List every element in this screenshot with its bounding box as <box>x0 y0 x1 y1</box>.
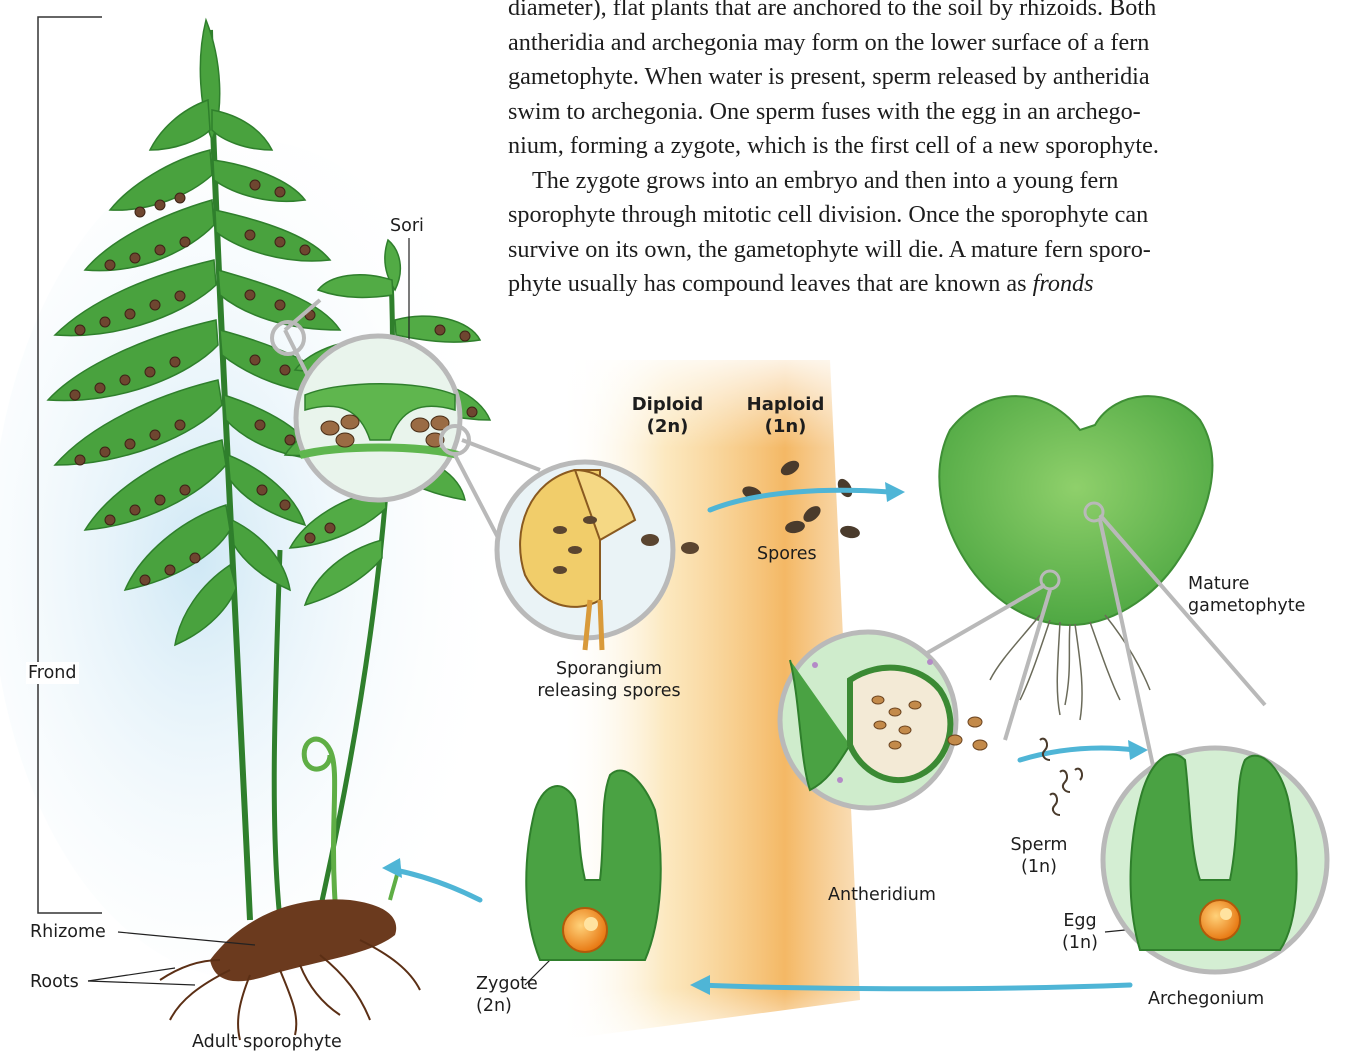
paragraph-line: swim to archegonia. One sperm fuses with… <box>508 95 1340 130</box>
mature-gametophyte-drawing <box>939 396 1212 720</box>
sporangium-line2: releasing spores <box>520 680 698 702</box>
haploid-label: Haploid (1n) <box>738 394 833 438</box>
haploid-ploidy: (1n) <box>738 416 833 438</box>
mature-gametophyte-line1: Mature <box>1188 573 1305 595</box>
sperm-ploidy: (1n) <box>1002 856 1076 878</box>
paragraph-line: antheridia and archegonia may form on th… <box>508 26 1340 61</box>
body-paragraph: diameter), flat plants that are anchored… <box>508 0 1340 302</box>
zygote-ploidy: (2n) <box>476 995 538 1017</box>
roots-label: Roots <box>30 971 79 993</box>
sporangium-label: Sporangium releasing spores <box>520 658 698 702</box>
sporangium-line1: Sporangium <box>520 658 698 680</box>
diploid-ploidy: (2n) <box>620 416 715 438</box>
mature-gametophyte-label: Mature gametophyte <box>1188 573 1305 617</box>
rhizome-label: Rhizome <box>30 921 106 943</box>
paragraph-line: nium, forming a zygote, which is the fir… <box>508 129 1340 164</box>
paragraph-line: The zygote grows into an embryo and then… <box>508 164 1340 199</box>
paragraph-line: phyte usually has compound leaves that a… <box>508 267 1340 302</box>
paragraph-line: diameter), flat plants that are anchored… <box>508 0 1340 26</box>
sperm-label: Sperm (1n) <box>1002 834 1076 878</box>
zygote-text: Zygote <box>476 973 538 995</box>
paragraph-line: sporophyte through mitotic cell division… <box>508 198 1340 233</box>
egg-label: Egg (1n) <box>1052 910 1108 954</box>
mature-gametophyte-line2: gametophyte <box>1188 595 1305 617</box>
diploid-text: Diploid <box>620 394 715 416</box>
sperm-text: Sperm <box>1002 834 1076 856</box>
paragraph-line: gametophyte. When water is present, sper… <box>508 60 1340 95</box>
adult-sporophyte-label: Adult sporophyte <box>192 1031 342 1053</box>
paragraph-line: survive on its own, the gametophyte will… <box>508 233 1340 268</box>
egg-text: Egg <box>1052 910 1108 932</box>
frond-label: Frond <box>26 662 79 684</box>
spores-label: Spores <box>757 543 817 565</box>
haploid-text: Haploid <box>738 394 833 416</box>
egg-ploidy: (1n) <box>1052 932 1108 954</box>
sori-label: Sori <box>390 215 424 237</box>
zygote-label: Zygote (2n) <box>476 973 538 1017</box>
paragraph-line-text: phyte usually has compound leaves that a… <box>508 270 1027 297</box>
antheridium-label: Antheridium <box>828 884 936 906</box>
fronds-term: fronds <box>1033 270 1094 297</box>
archegonium-label: Archegonium <box>1148 988 1264 1010</box>
diploid-label: Diploid (2n) <box>620 394 715 438</box>
